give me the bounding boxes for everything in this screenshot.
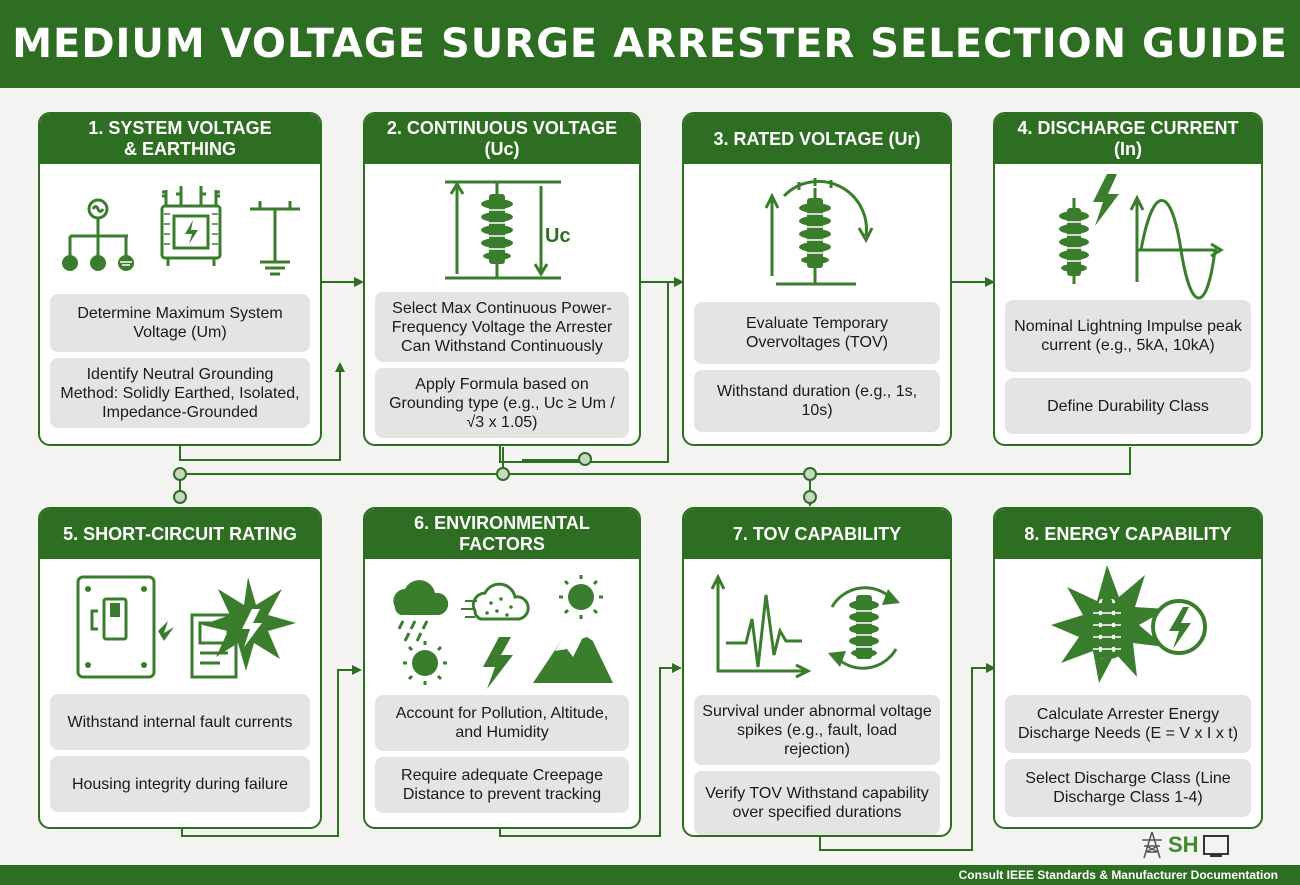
info-box: Apply Formula based on Grounding type (e… — [375, 368, 629, 438]
info-box: Calculate Arrester Energy Discharge Need… — [1005, 695, 1251, 753]
info-box: Evaluate Temporary Overvoltages (TOV) — [694, 302, 940, 364]
junction-node — [803, 490, 817, 504]
footer-bar: Consult IEEE Standards & Manufacturer Do… — [0, 865, 1300, 885]
junction-node — [173, 467, 187, 481]
tov-spike-icon — [710, 573, 900, 679]
card-continuous-voltage: 2. CONTINUOUS VOLTAGE (Uc) Uc Sel — [363, 112, 641, 446]
card-icons — [995, 164, 1261, 300]
card-icons — [995, 559, 1261, 695]
info-box: Define Durability Class — [1005, 378, 1251, 434]
card-header: 4. DISCHARGE CURRENT (In) — [995, 114, 1261, 164]
brand-logo: SH — [1138, 830, 1234, 860]
info-box: Housing integrity during failure — [50, 756, 310, 812]
logo-text: SH — [1168, 832, 1199, 857]
grounding-diagram-icon — [62, 186, 300, 276]
card-icons — [684, 164, 950, 302]
short-circuit-icon — [76, 575, 296, 679]
info-box: Select Max Continuous Power-Frequency Vo… — [375, 292, 629, 362]
info-box: Verify TOV Withstand capability over spe… — [694, 771, 940, 835]
card-energy-capability: 8. ENERGY CAPABILITY Calculate — [993, 507, 1263, 829]
card-icons — [684, 559, 950, 695]
card-icons — [40, 559, 320, 694]
card-rated-voltage: 3. RATED VOLTAGE (Ur) Evaluate — [682, 112, 952, 446]
info-box: Withstand duration (e.g., 1s, 10s) — [694, 370, 940, 432]
card-icons — [365, 559, 639, 695]
card-short-circuit: 5. SHORT-CIRCUIT RATING Withstand intern… — [38, 507, 322, 829]
card-header: 2. CONTINUOUS VOLTAGE (Uc) — [365, 114, 639, 164]
page-title: MEDIUM VOLTAGE SURGE ARRESTER SELECTION … — [12, 21, 1288, 67]
rated-voltage-gauge-icon — [764, 178, 874, 286]
card-icons: Uc — [365, 164, 639, 292]
info-box: Require adequate Creepage Distance to pr… — [375, 757, 629, 813]
junction-node — [578, 452, 592, 466]
card-icons — [40, 164, 320, 294]
junction-node — [803, 467, 817, 481]
card-header: 3. RATED VOLTAGE (Ur) — [684, 114, 950, 164]
title-bar: MEDIUM VOLTAGE SURGE ARRESTER SELECTION … — [0, 0, 1300, 88]
card-header: 8. ENERGY CAPABILITY — [995, 509, 1261, 559]
info-box: Identify Neutral Grounding Method: Solid… — [50, 358, 310, 428]
energy-burst-icon — [1051, 565, 1207, 683]
environment-icons — [393, 575, 613, 689]
info-box: Survival under abnormal voltage spikes (… — [694, 695, 940, 765]
return-line — [175, 447, 1131, 504]
arrester-voltage-icon: Uc — [445, 180, 571, 280]
info-box: Withstand internal fault currents — [50, 694, 310, 750]
card-tov-capability: 7. TOV CAPABILITY Sur — [682, 507, 952, 837]
card-system-voltage: 1. SYSTEM VOLTAGE & EARTHING — [38, 112, 322, 446]
lightning-waveform-icon — [1059, 174, 1224, 300]
card-header: 5. SHORT-CIRCUIT RATING — [40, 509, 320, 559]
uc-label: Uc — [545, 225, 571, 247]
info-box: Determine Maximum System Voltage (Um) — [50, 294, 310, 352]
card-header: 6. ENVIRONMENTAL FACTORS — [365, 509, 639, 559]
card-discharge-current: 4. DISCHARGE CURRENT (In) Nominal Light — [993, 112, 1263, 446]
info-box: Select Discharge Class (Line Discharge C… — [1005, 759, 1251, 817]
card-header: 7. TOV CAPABILITY — [684, 509, 950, 559]
info-box: Account for Pollution, Altitude, and Hum… — [375, 695, 629, 751]
tower-icon — [1142, 831, 1229, 859]
info-box: Nominal Lightning Impulse peak current (… — [1005, 300, 1251, 372]
footer-text: Consult IEEE Standards & Manufacturer Do… — [958, 868, 1278, 882]
card-environmental: 6. ENVIRONMENTAL FACTORS — [363, 507, 641, 829]
junction-node — [173, 490, 187, 504]
card-header: 1. SYSTEM VOLTAGE & EARTHING — [40, 114, 320, 164]
junction-node — [496, 467, 510, 481]
